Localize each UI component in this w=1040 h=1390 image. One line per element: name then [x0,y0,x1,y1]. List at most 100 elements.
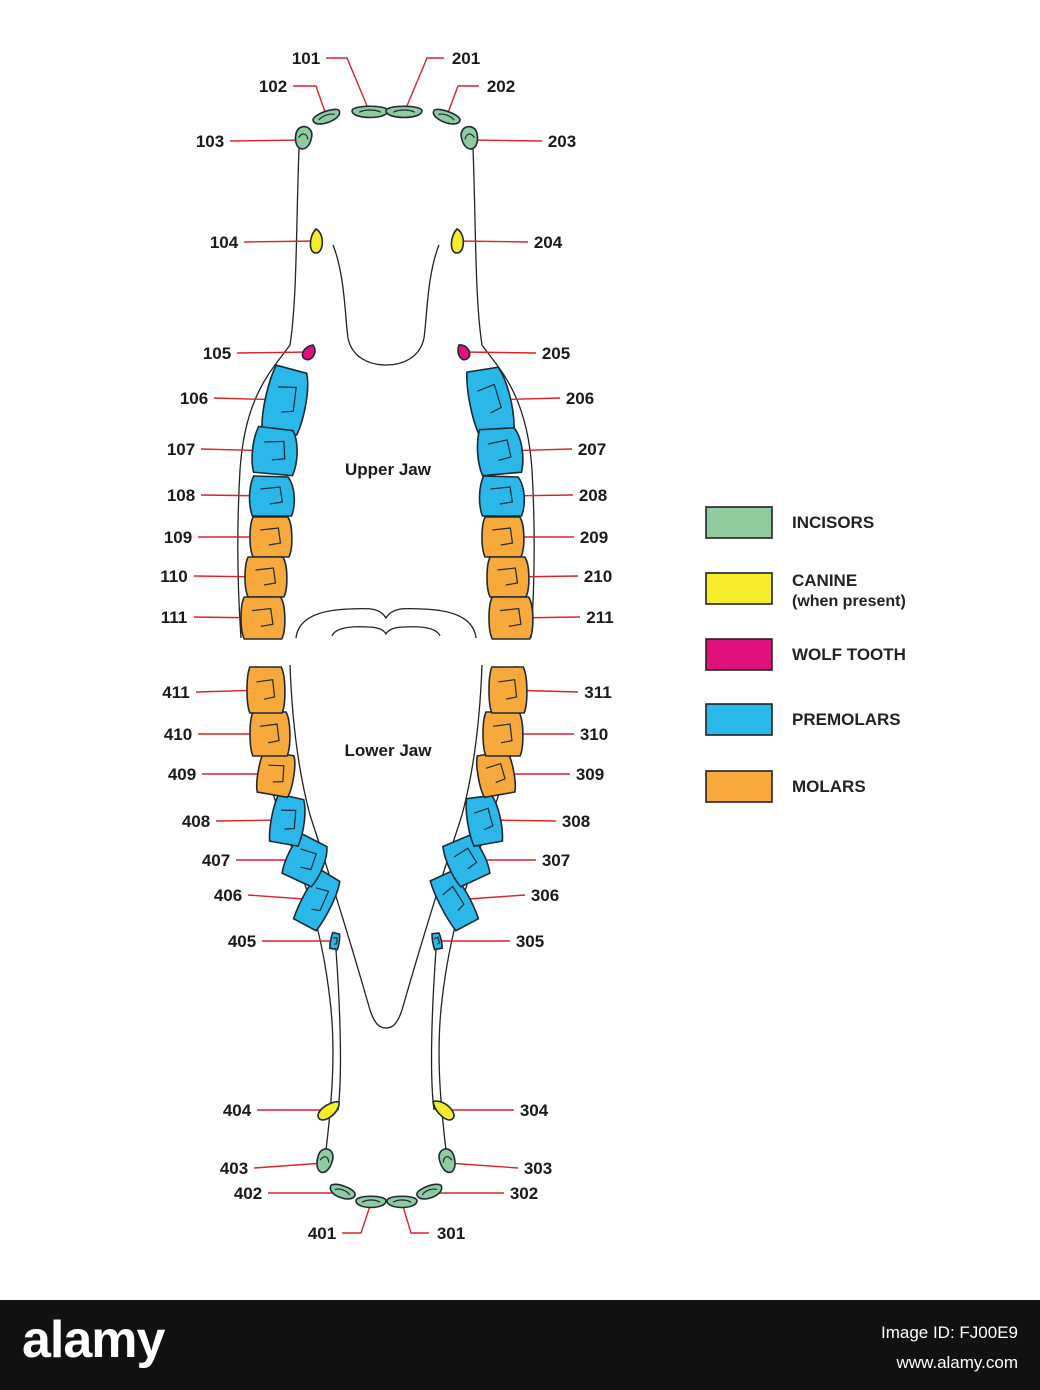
tooth-111 [241,597,285,639]
tooth-number-408: 408 [182,812,210,831]
leader-line-101 [326,58,370,113]
tooth-number-305: 305 [516,932,544,951]
tooth-number-403: 403 [220,1159,248,1178]
tooth-number-404: 404 [223,1101,252,1120]
legend-item-wolf: WOLF TOOTH [706,639,906,670]
leader-line-104 [244,241,316,242]
tooth-number-203: 203 [548,132,576,151]
tooth-number-111: 111 [161,608,188,627]
legend-label-wolf: WOLF TOOTH [792,645,906,664]
tooth-410 [250,712,290,756]
tooth-309 [475,750,518,798]
tooth-108 [250,476,295,516]
tooth-number-405: 405 [228,932,256,951]
tooth-401 [356,1196,386,1207]
site-url: www.alamy.com [881,1348,1018,1378]
tooth-302 [415,1182,444,1202]
tooth-103 [294,125,314,150]
tooth-211 [489,597,533,639]
horse-dental-chart: 1011021031041051061071081091101112012022… [0,0,1040,1300]
tooth-101 [352,106,388,117]
leader-line-105 [237,352,309,353]
teeth-group [241,106,533,1207]
tooth-number-409: 409 [168,765,196,784]
tooth-number-102: 102 [259,77,287,96]
leader-line-205 [463,352,536,353]
legend-swatch-wolf [706,639,772,670]
legend-item-premolar: PREMOLARS [706,704,901,735]
legend-label-canine: CANINE [792,571,857,590]
brand-logo: alamy [22,1310,164,1370]
leader-line-403 [254,1163,324,1168]
tooth-number-401: 401 [308,1224,336,1243]
upper-jaw-label: Upper Jaw [345,460,432,479]
tooth-203 [460,125,480,150]
tooth-number-107: 107 [167,440,195,459]
tooth-205 [455,342,473,361]
tooth-number-109: 109 [164,528,192,547]
tooth-number-210: 210 [584,567,612,586]
tooth-310 [483,712,523,756]
tooth-number-308: 308 [562,812,590,831]
legend-label-molar: MOLARS [792,777,866,796]
leader-line-204 [457,241,528,242]
tooth-number-208: 208 [579,486,607,505]
tooth-number-306: 306 [531,886,559,905]
tooth-208 [480,476,525,516]
lower-jaw-label: Lower Jaw [345,741,433,760]
leader-lines [194,58,580,1233]
tooth-number-411: 411 [162,683,189,702]
tooth-number-105: 105 [203,344,231,363]
tooth-number-307: 307 [542,851,570,870]
tooth-number-201: 201 [452,49,480,68]
legend-swatch-incisor [706,507,772,538]
tooth-number-206: 206 [566,389,594,408]
tooth-301 [387,1196,417,1207]
legend-item-canine: CANINE (when present) [706,571,906,610]
tooth-206 [463,364,516,435]
tooth-402 [328,1182,357,1202]
tooth-409 [255,750,298,798]
tooth-403 [314,1147,335,1174]
tooth-number-209: 209 [580,528,608,547]
tooth-number-309: 309 [576,765,604,784]
legend-swatch-canine [706,573,772,604]
tooth-number-103: 103 [196,132,224,151]
tooth-number-406: 406 [214,886,242,905]
footer-meta: Image ID: FJ00E9 www.alamy.com [881,1318,1018,1378]
tooth-number-402: 402 [234,1184,262,1203]
watermark-footer: alamy Image ID: FJ00E9 www.alamy.com [0,1300,1040,1390]
tooth-105 [301,342,319,361]
tooth-102 [312,107,342,127]
tooth-number-110: 110 [160,567,187,586]
legend-sublabel-canine: (when present) [792,593,906,610]
tooth-numbers: 1011021031041051061071081091101112012022… [160,49,613,1243]
legend-label-premolar: PREMOLARS [792,710,901,729]
tooth-209 [482,517,524,557]
leader-line-103 [230,140,303,141]
tooth-107 [251,426,300,476]
tooth-411 [247,667,285,713]
tooth-210 [487,557,529,597]
leader-line-203 [470,140,542,141]
tooth-number-410: 410 [164,725,192,744]
legend: INCISORS CANINE (when present) WOLF TOOTH PR… [706,507,906,802]
legend-item-incisor: INCISORS [706,507,874,538]
tooth-207 [476,426,525,476]
tooth-109 [250,517,292,557]
tooth-201 [386,106,422,117]
tooth-number-204: 204 [534,233,563,252]
legend-swatch-premolar [706,704,772,735]
tooth-204 [451,229,463,253]
tooth-311 [489,667,527,713]
tooth-405 [329,932,340,949]
tooth-305 [431,932,442,949]
tooth-number-202: 202 [487,77,515,96]
tooth-number-108: 108 [167,486,195,505]
tooth-number-205: 205 [542,344,570,363]
tooth-303 [437,1147,458,1174]
legend-label-incisor: INCISORS [792,513,874,532]
legend-item-molar: MOLARS [706,771,866,802]
tooth-number-310: 310 [580,725,608,744]
tooth-number-304: 304 [520,1101,549,1120]
